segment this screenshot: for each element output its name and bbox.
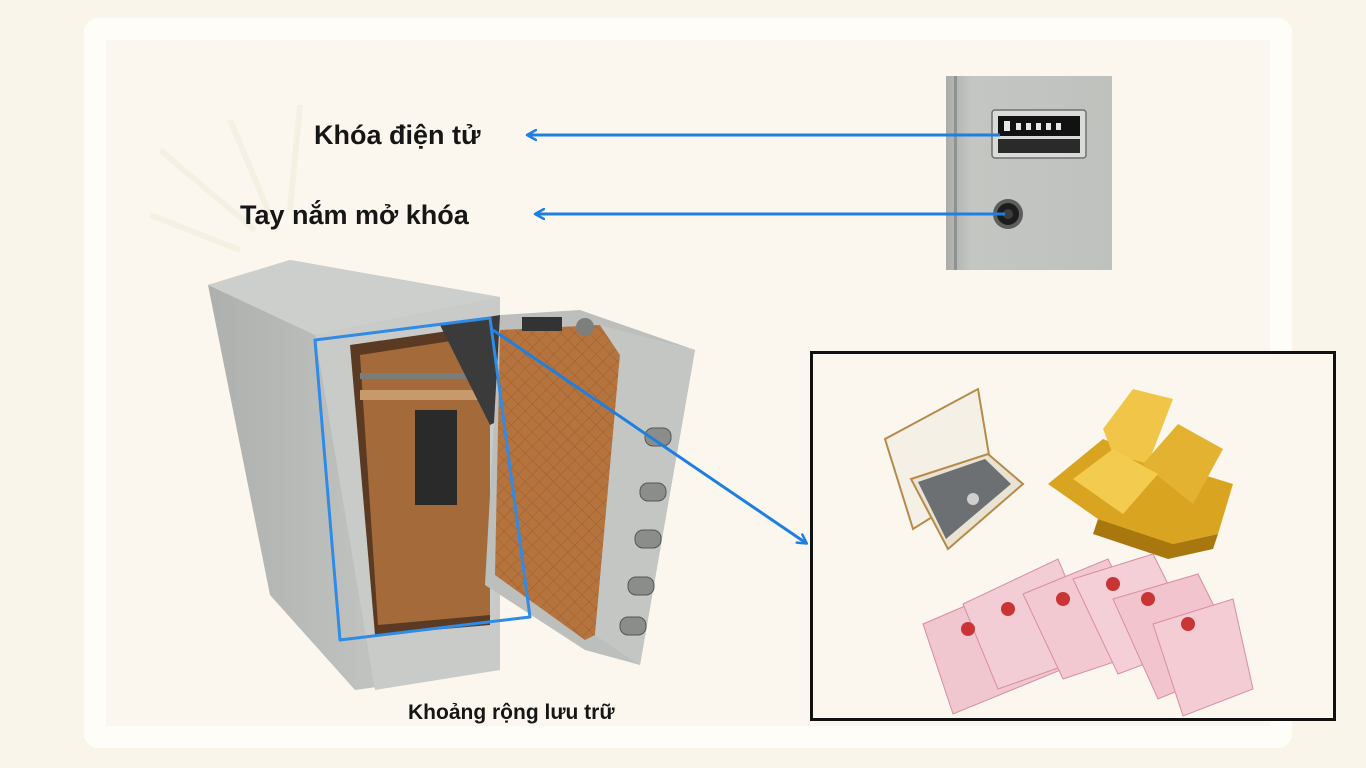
- valuables-illustration: [883, 387, 1254, 717]
- electronic-lock-label: Khóa điện tử: [314, 120, 481, 150]
- handle-knob-icon: [993, 199, 1023, 229]
- book-safe-icon: [883, 387, 1025, 551]
- unlock-handle-label: Tay nắm mở khóa: [240, 200, 469, 230]
- storage-space-label: Khoảng rộng lưu trữ: [408, 701, 615, 724]
- valuables-panel: [810, 351, 1336, 721]
- open-safe-photo: [208, 260, 695, 690]
- keypad-icon: [991, 109, 1087, 159]
- land-certificates-icon: [922, 553, 1254, 717]
- lock-closeup-photo: [946, 76, 1112, 270]
- gold-bars-icon: [1048, 389, 1233, 559]
